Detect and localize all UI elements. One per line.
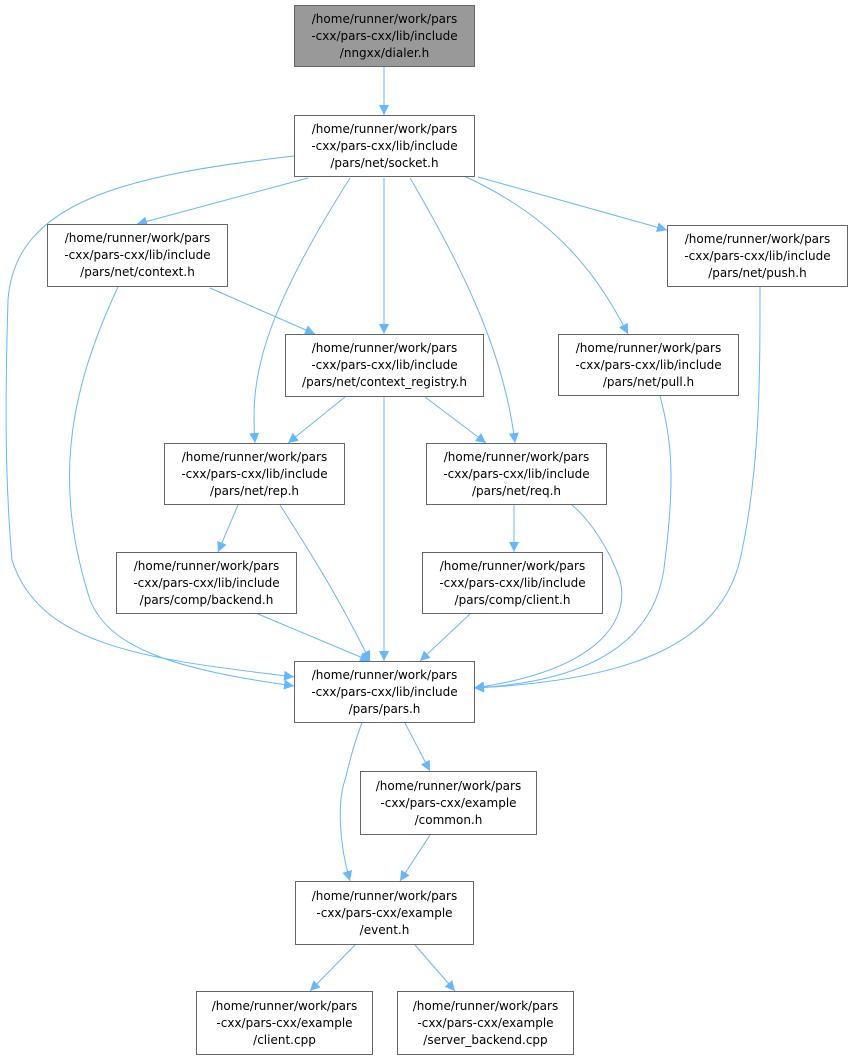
node-server-backend-cpp[interactable]: /home/runner/work/pars -cxx/pars-cxx/exa…: [397, 991, 574, 1055]
node-pull-h[interactable]: /home/runner/work/pars -cxx/pars-cxx/lib…: [558, 334, 739, 396]
edge-event-pars: [339, 722, 363, 882]
node-common-h[interactable]: /home/runner/work/pars -cxx/pars-cxx/exa…: [360, 771, 537, 835]
edge-context-socket: [136, 177, 309, 227]
edge-pull-socket: [465, 176, 629, 335]
node-client-cpp[interactable]: /home/runner/work/pars -cxx/pars-cxx/exa…: [196, 991, 373, 1055]
edge-pars-backend: [257, 613, 371, 662]
node-push-h[interactable]: /home/runner/work/pars -cxx/pars-cxx/lib…: [667, 225, 848, 287]
edge-req-registry: [424, 396, 487, 444]
edge-pars-req: [473, 504, 623, 692]
edge-pars-pull: [473, 395, 672, 693]
node-dialer-h[interactable]: /home/runner/work/pars -cxx/pars-cxx/lib…: [294, 5, 475, 67]
edge-pars-client: [419, 613, 471, 662]
edge-push-socket: [477, 176, 668, 233]
edge-pars-rep: [279, 504, 371, 662]
edge-rep-registry: [287, 396, 346, 444]
edge-pars-context: [69, 286, 295, 690]
edge-clientcpp-event: [309, 944, 356, 992]
node-event-h[interactable]: /home/runner/work/pars -cxx/pars-cxx/exa…: [295, 881, 474, 945]
node-backend-h[interactable]: /home/runner/work/pars -cxx/pars-cxx/lib…: [116, 552, 297, 614]
edge-pars-push: [473, 286, 761, 693]
edge-common-pars: [404, 722, 431, 772]
node-context-h[interactable]: /home/runner/work/pars -cxx/pars-cxx/lib…: [47, 224, 228, 287]
node-rep-h[interactable]: /home/runner/work/pars -cxx/pars-cxx/lib…: [164, 443, 345, 505]
edge-req-socket: [409, 177, 519, 444]
node-req-h[interactable]: /home/runner/work/pars -cxx/pars-cxx/lib…: [426, 443, 607, 505]
node-pars-h[interactable]: /home/runner/work/pars -cxx/pars-cxx/lib…: [294, 661, 475, 723]
edge-event-common: [399, 834, 431, 882]
edge-backend-rep: [217, 504, 239, 553]
edge-rep-socket: [249, 177, 351, 444]
edge-server-event: [414, 944, 456, 992]
edge-pars-socket: [5, 155, 295, 681]
edge-registry-context: [209, 287, 316, 335]
node-context-registry-h[interactable]: /home/runner/work/pars -cxx/pars-cxx/lib…: [285, 334, 484, 397]
node-socket-h[interactable]: /home/runner/work/pars -cxx/pars-cxx/lib…: [294, 115, 475, 177]
node-client-h[interactable]: /home/runner/work/pars -cxx/pars-cxx/lib…: [422, 552, 603, 614]
